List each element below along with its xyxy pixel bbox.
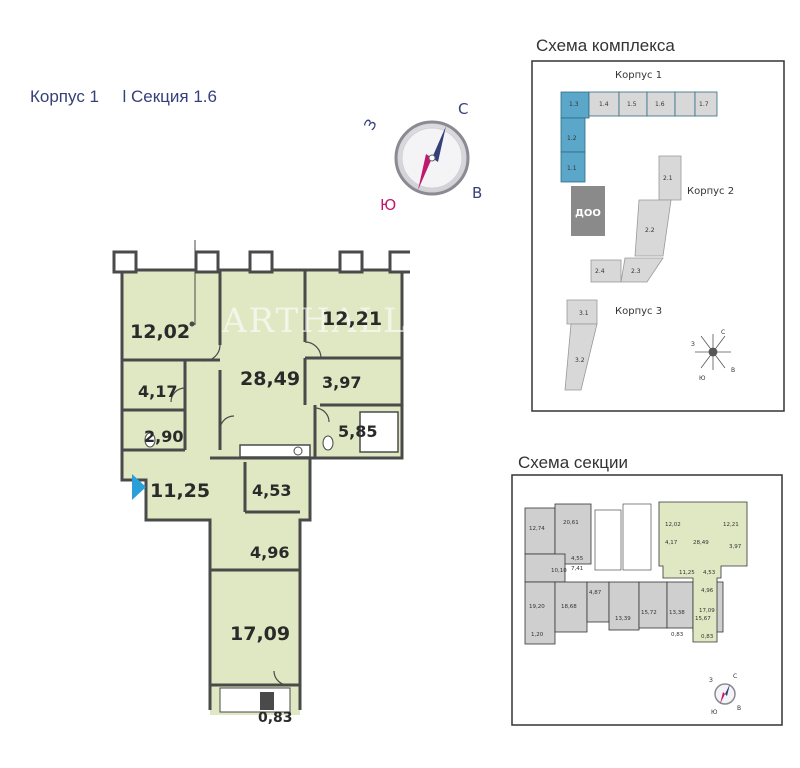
doo-label: ДОО [575, 208, 601, 219]
room-area-hall: 11,25 [150, 480, 210, 502]
b1-section-1-2: 1.2 [567, 135, 577, 142]
mini-compass-west: З [691, 341, 695, 348]
sec-area-0: 12,74 [529, 526, 545, 532]
section-compass-south: Ю [711, 709, 718, 716]
section-compass-west: З [709, 677, 713, 684]
complex-scheme-title: Схема комплекса [536, 36, 675, 55]
building3-label: Корпус 3 [615, 306, 662, 317]
b1-section-1-6: 1.6 [655, 101, 665, 108]
compass-south: Ю [380, 196, 396, 210]
compass-north: С [458, 100, 468, 118]
complex-scheme: 1.3 1.4 1.5 1.6 1.7 1.2 1.1 Корпус 1 2.1… [531, 60, 785, 412]
section-compass-icon [714, 683, 736, 705]
section-compass-north: С [733, 673, 737, 680]
sec-area-19: 11,25 [679, 570, 695, 576]
building-label: Корпус 1 [30, 87, 100, 106]
sec-area-1: 20,61 [563, 520, 579, 526]
mini-compass-icon [695, 334, 731, 370]
sec-area-2: 4,55 [571, 556, 584, 562]
b1-section-1-3: 1.3 [569, 101, 579, 108]
b1-section-1-4: 1.4 [599, 101, 609, 108]
sec-area-18: 3,97 [729, 544, 742, 550]
room-area-wardrobe: 4,17 [138, 382, 177, 401]
building-title: Корпус 1 l Секция 1.6 [30, 87, 217, 107]
section-compass-east: В [737, 705, 741, 712]
sec-area-3: 10,10 [551, 568, 567, 574]
building2-label: Корпус 2 [687, 186, 734, 197]
room-area-living-left: 12,02 [130, 321, 190, 343]
section-scheme-title: Схема секции [518, 453, 629, 472]
mini-compass-north: С [721, 329, 725, 336]
section-label: l Секция 1.6 [122, 87, 217, 106]
building1-label: Корпус 1 [615, 70, 662, 81]
mini-compass-east: В [731, 367, 735, 374]
room-area-balcony: 0,83 [258, 710, 293, 726]
sec-area-12: 1,20 [531, 632, 544, 638]
room-area-closet: 4,53 [252, 481, 291, 500]
watermark: ARTHALL [221, 301, 408, 341]
sec-area-16: 12,21 [723, 522, 739, 528]
sec-area-6: 18,68 [561, 604, 577, 610]
sec-area-14: 12,02 [665, 522, 681, 528]
mini-compass-south: Ю [699, 375, 706, 382]
sec-area-17: 4,17 [665, 540, 678, 546]
compass-east: В [472, 184, 482, 202]
room-area-living-center: 28,49 [240, 368, 300, 390]
sec-area-22: 17,09 [699, 608, 715, 614]
entrance-icon [132, 474, 146, 500]
compass-needle-south [418, 154, 432, 190]
b1-section-1-1: 1.1 [567, 165, 577, 172]
b2-section-2-4: 2.4 [595, 268, 605, 275]
room-area-corridor: 4,96 [250, 543, 289, 562]
compass-needle-north [432, 126, 446, 162]
b3-section-3-1: 3.1 [579, 310, 589, 317]
section-scheme: 12,74 20,61 4,55 10,10 7,41 19,20 18,68 … [511, 474, 783, 726]
sec-area-8: 13,39 [615, 616, 631, 622]
sec-area-4: 7,41 [571, 566, 583, 572]
sec-area-7: 4,87 [589, 590, 602, 596]
b1-section-1-5: 1.5 [627, 101, 637, 108]
sec-area-21: 4,96 [701, 588, 714, 594]
b2-section-2-2: 2.2 [645, 227, 655, 234]
sec-area-9: 15,72 [641, 610, 657, 616]
room-area-bedroom-bottom: 17,09 [230, 623, 290, 645]
b2-section-2-1: 2.1 [663, 175, 673, 182]
room-area-bathroom: 5,85 [338, 422, 377, 441]
sec-area-5: 19,20 [529, 604, 545, 610]
room-area-storage: 3,97 [322, 373, 361, 392]
room-area-wc: 2,90 [144, 427, 183, 446]
compass: С В Ю З [360, 100, 482, 210]
compass-west: З [360, 116, 380, 133]
floor-plan: ARTHALL 12,02 12,21 28,49 4,17 3,97 2,90… [112, 240, 410, 726]
sec-area-20: 4,53 [703, 570, 716, 576]
sec-area-15: 28,49 [693, 540, 709, 546]
sec-area-10: 13,38 [669, 610, 685, 616]
sec-area-11: 15,67 [695, 616, 711, 622]
b3-section-3-2: 3.2 [575, 357, 585, 364]
b1-section-1-7: 1.7 [699, 101, 709, 108]
sec-area-13: 0,83 [671, 632, 684, 638]
b2-section-2-3: 2.3 [631, 268, 641, 275]
room-area-bedroom-right: 12,21 [322, 308, 382, 330]
sec-area-23: 0,83 [701, 634, 714, 640]
